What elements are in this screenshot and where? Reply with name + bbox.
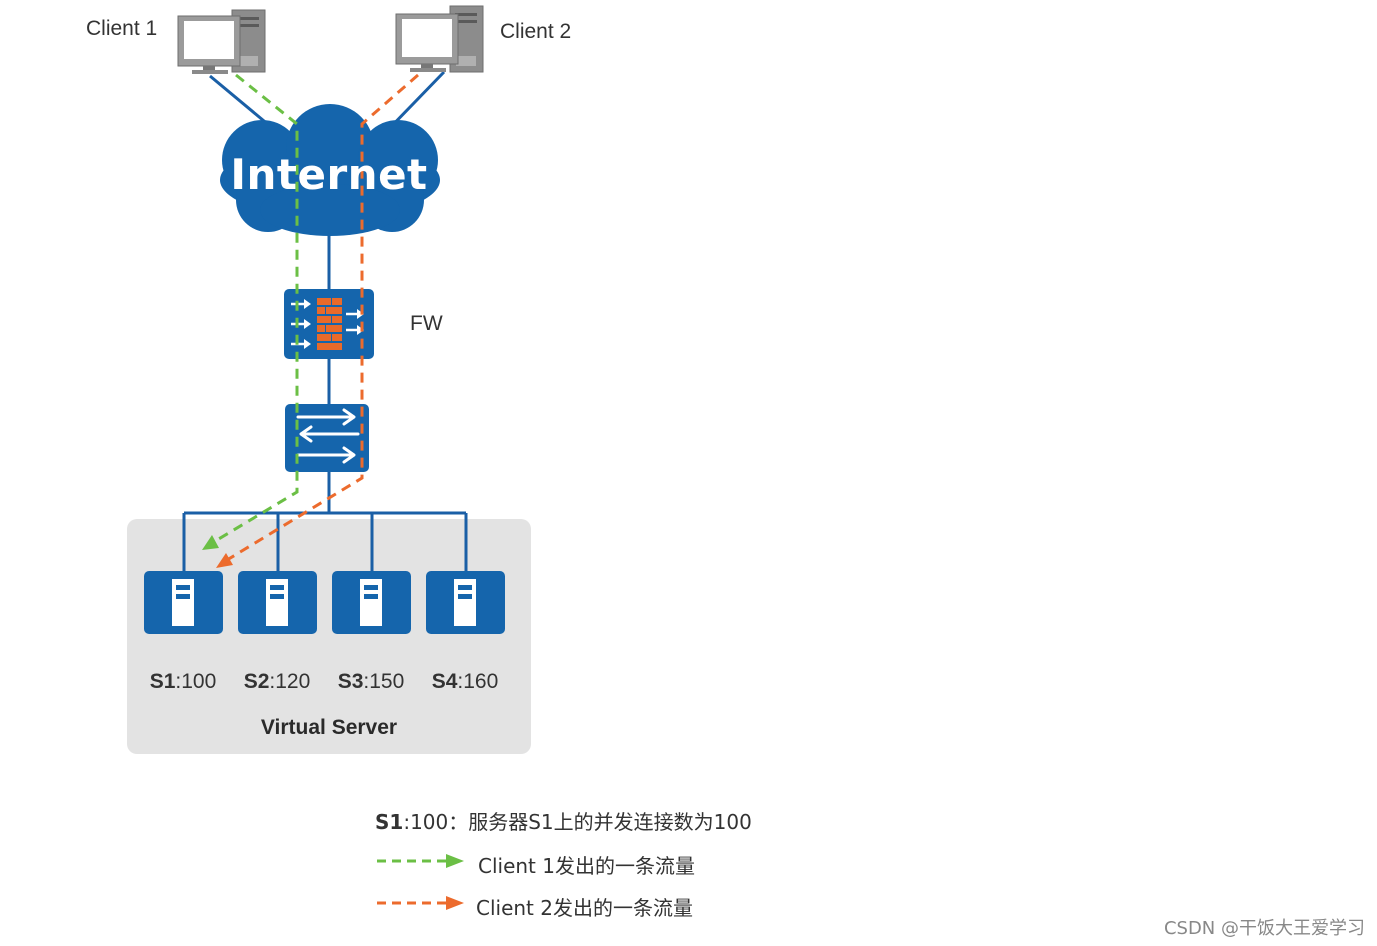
server-s4-name: S4 (431, 670, 458, 693)
server-s4-label: S4:160 (418, 670, 512, 694)
legend-flow-2-label: Client 2发出的一条流量 (476, 896, 693, 920)
server-s1-icon (144, 571, 223, 634)
flow-client-1 (202, 73, 299, 550)
firewall-label: FW (410, 312, 443, 335)
legend-orange-arrow-icon (377, 896, 464, 910)
server-s3-label: S3:150 (324, 670, 418, 694)
legend-definition-text: :100：服务器S1上的并发连接数为100 (403, 810, 752, 834)
client-1-computer-icon (177, 9, 266, 74)
client-1-label: Client 1 (86, 17, 158, 40)
legend-definition: S1:100：服务器S1上的并发连接数为100 (375, 806, 752, 835)
server-s3-icon (332, 571, 411, 634)
legend-flow-1-label: Client 1发出的一条流量 (478, 854, 695, 878)
server-icons (144, 571, 505, 634)
server-s2-name: S2 (243, 670, 270, 693)
server-s1-value: :100 (175, 670, 217, 693)
internet-cloud-icon (220, 104, 440, 236)
server-s3-name: S3 (337, 670, 364, 693)
server-s1-name: S1 (149, 670, 176, 693)
switch-icon (285, 404, 369, 472)
server-s2-value: :120 (269, 670, 311, 693)
client-2-label: Client 2 (500, 20, 572, 43)
server-s1-label: S1:100 (136, 670, 230, 694)
server-s4-icon (426, 571, 505, 634)
server-s4-value: :160 (457, 670, 499, 693)
legend-green-arrow-icon (377, 854, 464, 868)
flow-client-2 (216, 73, 419, 568)
server-s3-value: :150 (363, 670, 405, 693)
watermark: CSDN @干饭大王爱学习 (1163, 918, 1365, 939)
legend-definition-term: S1 (375, 810, 404, 834)
server-s2-icon (238, 571, 317, 634)
internet-label: Internet (230, 150, 428, 199)
server-s2-label: S2:120 (230, 670, 324, 694)
virtual-server-label: Virtual Server (260, 716, 398, 739)
client-2-computer-icon (395, 5, 484, 73)
firewall-icon (284, 289, 374, 359)
